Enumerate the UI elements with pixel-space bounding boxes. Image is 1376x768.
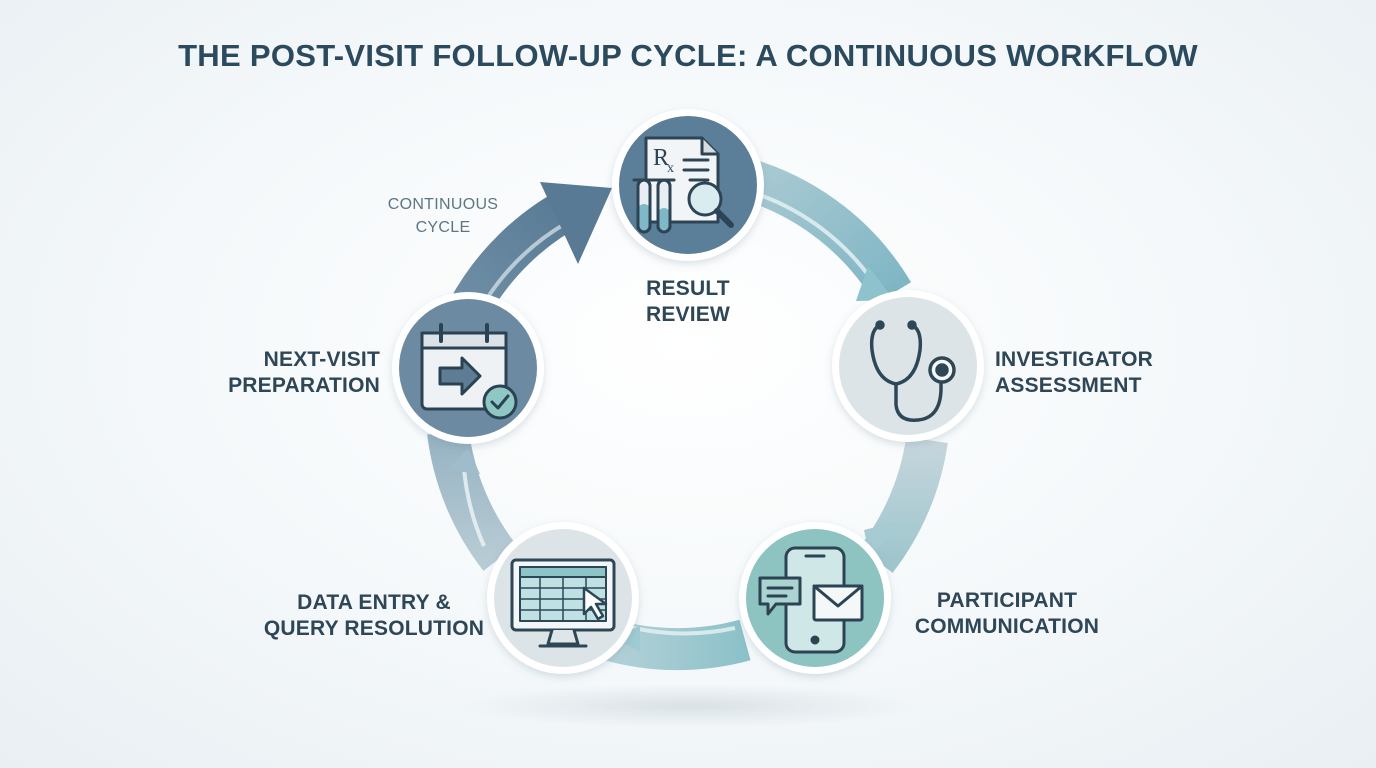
cycle-tag-line1: CONTINUOUS [387, 196, 499, 213]
arrowhead-1 [856, 266, 894, 301]
arrowhead-4 [448, 448, 480, 474]
label-line1: RESULT [646, 277, 730, 300]
floor-shadow [460, 684, 920, 728]
label-next-visit-preparation: NEXT-VISIT PREPARATION [190, 347, 380, 399]
label-line1: NEXT-VISIT [263, 348, 380, 371]
continuous-cycle-label: CONTINUOUS CYCLE [370, 193, 516, 239]
arrow-segment-4 [427, 429, 517, 571]
arrowhead-2 [864, 520, 904, 556]
cycle-tag-line2: CYCLE [415, 219, 471, 236]
label-line2: QUERY RESOLUTION [263, 617, 485, 640]
monitor-spreadsheet-icon [510, 558, 616, 648]
label-line1: DATA ENTRY & [297, 591, 451, 614]
label-line1: INVESTIGATOR [995, 348, 1153, 371]
label-line2: COMMUNICATION [914, 615, 1100, 638]
continuous-arrowhead [540, 182, 612, 264]
stethoscope-icon [869, 320, 956, 422]
label-line2: ASSESSMENT [995, 374, 1142, 397]
label-participant-communication: PARTICIPANT COMMUNICATION [900, 588, 1114, 640]
arrow-segment-2 [859, 436, 948, 573]
page-title: THE POST-VISIT FOLLOW-UP CYCLE: A CONTIN… [178, 38, 1198, 73]
phone-message-icon [758, 546, 864, 654]
label-line2: PREPARATION [228, 374, 380, 397]
label-investigator-assessment: INVESTIGATOR ASSESSMENT [995, 347, 1195, 399]
label-data-entry: DATA ENTRY & QUERY RESOLUTION [262, 590, 486, 642]
calendar-check-icon [420, 323, 518, 420]
arrow-segment-1 [743, 159, 912, 305]
label-line1: PARTICIPANT [936, 589, 1078, 612]
label-line2: REVIEW [645, 303, 731, 326]
svg-text:x: x [667, 161, 674, 176]
svg-text:R: R [653, 145, 669, 171]
label-result-review: RESULT REVIEW [608, 276, 768, 328]
lab-report-icon: R x [632, 136, 734, 234]
